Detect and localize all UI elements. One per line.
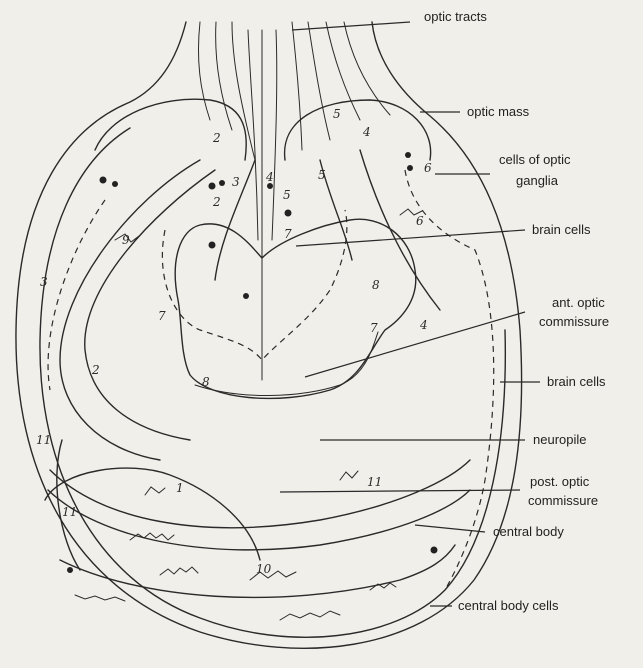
numeral-4-right: 4 (419, 318, 428, 332)
numeral-8-right: 8 (372, 278, 380, 292)
label-post-optic-commissure-2: commissure (528, 493, 598, 508)
numeral-7-upper: 7 (284, 227, 292, 241)
label-cells-of-optic-ganglia-2: ganglia (516, 173, 559, 188)
numeral-11-lower: 11 (62, 505, 77, 519)
leader-brain-cells-upper (296, 230, 525, 246)
leader-optic-tracts (292, 22, 410, 30)
numeral-3-upper: 3 (232, 175, 240, 189)
numeral-2-upper: 2 (212, 131, 221, 145)
label-neuropile: neuropile (533, 432, 587, 447)
label-post-optic-commissure-1: post. optic (530, 474, 590, 489)
leader-central-body (415, 525, 485, 532)
numeral-5-left: 5 (283, 188, 291, 202)
label-cells-of-optic-ganglia-1: cells of optic (499, 152, 571, 167)
label-central-body: central body (493, 524, 564, 539)
label-central-body-cells: central body cells (458, 598, 559, 613)
numeral-8-lower: 8 (202, 375, 210, 389)
inner-outline (40, 128, 505, 637)
nerve-cells (67, 152, 438, 573)
numeral-11-right: 11 (367, 475, 382, 489)
brain-cells-boundary (162, 210, 347, 360)
label-ant-optic-commissure-2: commissure (539, 314, 609, 329)
leader-post-optic-commissure (280, 490, 520, 492)
numeral-3-left: 3 (40, 275, 48, 289)
numeral-7-right: 7 (370, 321, 378, 335)
numeral-7-left: 7 (158, 309, 166, 323)
numeral-6-upper: 6 (424, 161, 432, 175)
label-brain-cells-upper: brain cells (532, 222, 591, 237)
numeral-5-middle: 5 (318, 168, 326, 182)
leader-ant-optic-commissure (305, 312, 525, 377)
numeral-2-middle: 2 (212, 195, 221, 209)
optic-tract-fibres (198, 22, 390, 380)
label-optic-tracts: optic tracts (424, 9, 487, 24)
dendrites (75, 209, 422, 620)
fibre-tracts (48, 150, 494, 590)
numeral-11-left: 11 (36, 433, 51, 447)
numeral-1: 1 (176, 481, 184, 495)
commissure-arc-outer (50, 460, 470, 528)
numeral-4-middle: 4 (265, 170, 274, 184)
numeral-4-upper: 4 (362, 125, 371, 139)
numeral-5-upper: 5 (333, 107, 341, 121)
label-ant-optic-commissure-1: ant. optic (552, 295, 605, 310)
numeral-2-lower: 2 (91, 363, 100, 377)
optic-mass-right (285, 100, 431, 160)
label-brain-cells-right: brain cells (547, 374, 606, 389)
label-optic-mass: optic mass (467, 104, 530, 119)
numeral-10: 10 (256, 562, 272, 576)
numeral-6-lower: 6 (416, 214, 424, 228)
numeral-9: 9 (122, 233, 130, 247)
commissure-arc-inner (48, 490, 470, 550)
